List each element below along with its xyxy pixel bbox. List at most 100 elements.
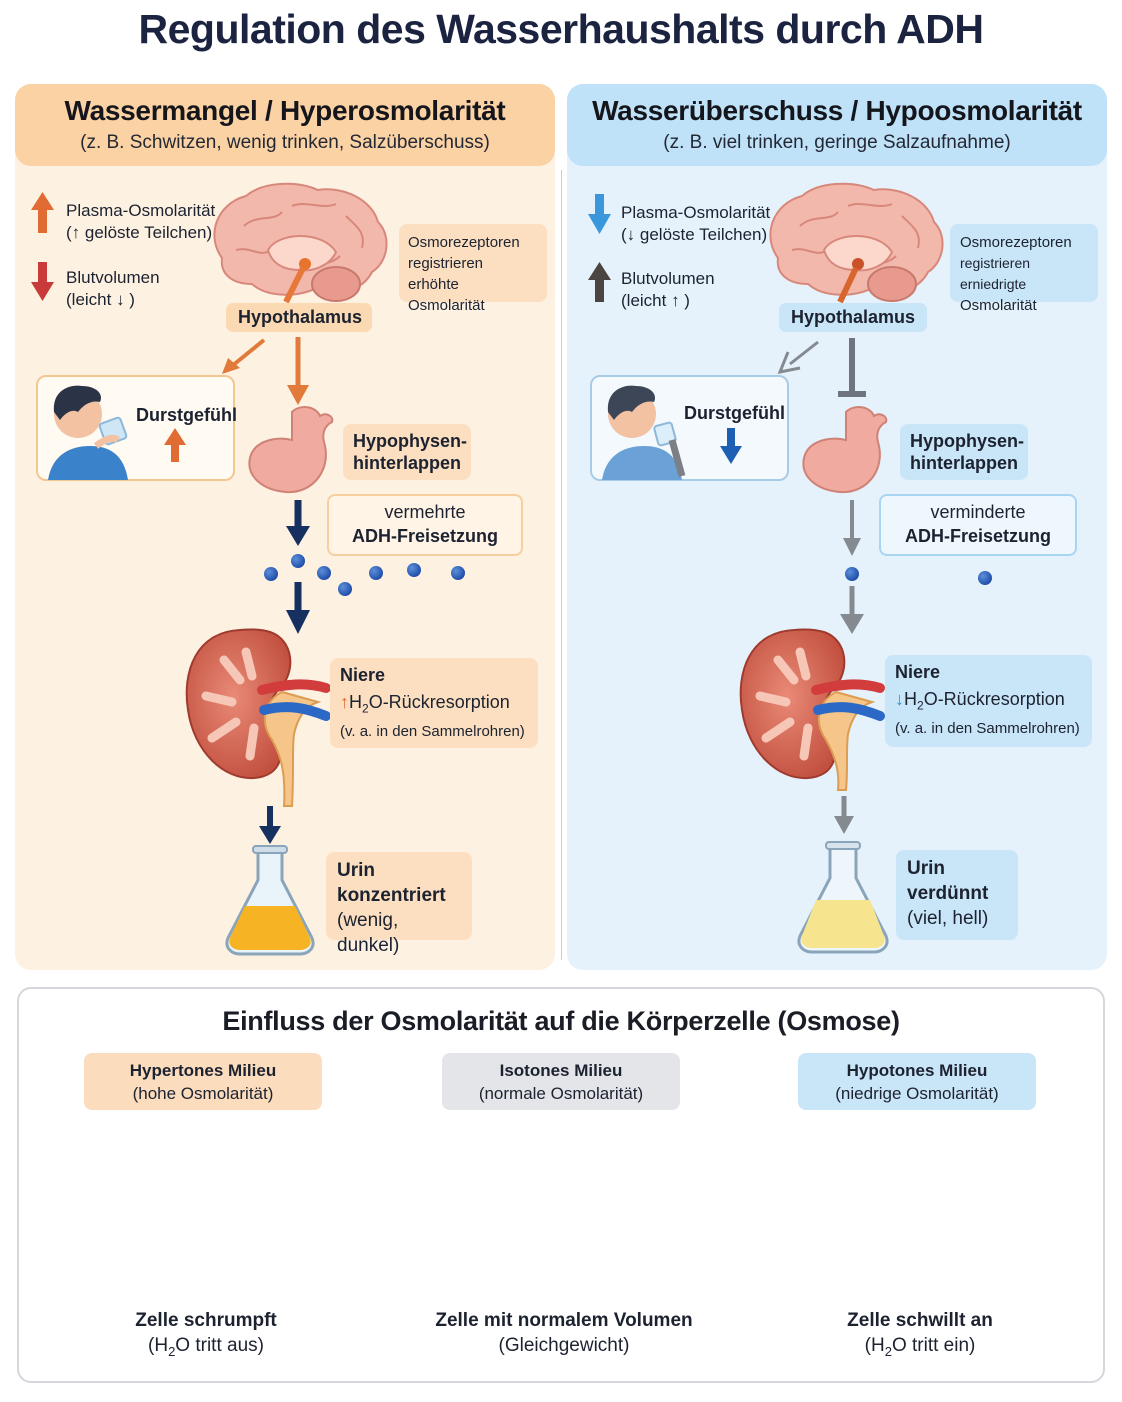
kidney-title: Niere (340, 665, 386, 685)
brain-icon (213, 182, 388, 304)
flask-icon (225, 845, 315, 956)
urine-box-left: Urin konzentriert (wenig, dunkel) (326, 852, 472, 956)
kidney-sub: 2 (362, 701, 369, 716)
arrow-up-icon (31, 192, 54, 233)
kidney-note: (v. a. in den Sammelrohren) (340, 722, 525, 740)
person-drinking-icon (602, 385, 686, 480)
arrow-down-icon (720, 428, 742, 464)
caption-sub: 2 (168, 1343, 176, 1359)
kidney-note: (v. a. in den Sammelrohren) (895, 719, 1080, 737)
blood-volume-left: Blutvolumen (leicht ↓ ) (66, 267, 160, 311)
kidney-line: ↑H2O-Rückresorption (340, 691, 528, 721)
milieu-label: Hypotones Milieu (846, 1061, 988, 1080)
kidney-box-right: Niere ↓H2O-Rückresorption (v. a. in den … (885, 655, 1092, 747)
osmo-text: registrieren erniedrigte (960, 255, 1031, 292)
caption-title: Zelle schwillt an (847, 1310, 993, 1331)
pituitary-icon (248, 406, 334, 494)
caption-isotonic: Zelle mit normalem Volumen (Gleichgewich… (414, 1308, 714, 1358)
plasma-osmolarity-right: Plasma-Osmolarität (↓ gelöste Teilchen) (621, 202, 770, 246)
milieu-label: Isotones Milieu (499, 1061, 623, 1080)
blood-label-right: Blutvolumen (621, 269, 715, 288)
panel-subtitle-left: (z. B. Schwitzen, wenig trinken, Salzübe… (80, 132, 490, 153)
caption-hypertonic: Zelle schrumpft (H2O tritt aus) (56, 1308, 356, 1364)
caption-title: Zelle schrumpft (135, 1310, 277, 1331)
urine-text: verdünnt (907, 883, 989, 904)
thirst-label-right: Durstgefühl (684, 403, 785, 423)
caption-sub: 2 (884, 1343, 892, 1359)
osmo-text: Osmorezeptoren (408, 234, 520, 251)
blood-label-left: Blutvolumen (66, 268, 160, 287)
milieu-hypotonic: Hypotones Milieu (niedrige Osmolarität) (798, 1053, 1036, 1110)
adh-molecules-left (264, 554, 465, 596)
page-title: Regulation des Wasserhaushalts durch ADH (138, 6, 984, 52)
pituitary-text: Hypophysen- (353, 431, 468, 451)
urine-text: konzentriert (337, 885, 446, 906)
kidney-icon (739, 628, 885, 791)
kidney-title: Niere (895, 662, 941, 682)
adh-text: verminderte (930, 502, 1026, 522)
osmo-text: Osmolarität (408, 297, 485, 314)
osmoreceptor-box-right: Osmorezeptoren registrieren erniedrigte … (950, 224, 1098, 314)
pituitary-icon (802, 406, 888, 494)
kidney-icon (185, 628, 331, 807)
caption-note: (Gleichgewicht) (498, 1335, 630, 1356)
milieu-isotonic: Isotones Milieu (normale Osmolarität) (442, 1053, 680, 1110)
kidney-line: ↓H2O-Rückresorption (895, 688, 1082, 718)
person-drinking-icon (48, 385, 128, 480)
arrow-down-icon (31, 262, 54, 301)
blood-note-right: (leicht ↑ ) (621, 291, 690, 310)
blood-volume-right: Blutvolumen (leicht ↑ ) (621, 268, 715, 312)
pituitary-box-left: Hypophysen- hinterlappen (343, 424, 471, 480)
adh-release-box-right: verminderte ADH-Freisetzung (879, 494, 1077, 556)
blood-note-left: (leicht ↓ ) (66, 290, 135, 309)
kidney-rest: O-Rückresorption (923, 689, 1065, 709)
kidney-h: H (904, 689, 917, 709)
brain-icon (769, 182, 944, 304)
urine-text: (wenig, dunkel) (337, 910, 400, 956)
osmo-text: Osmolarität (960, 297, 1037, 314)
arrow-up-icon: ↑ (340, 692, 349, 712)
hypothalamus-label-right: Hypothalamus (779, 303, 927, 332)
caption-note: (H2O tritt ein) (770, 1333, 1070, 1364)
milieu-hypertonic: Hypertones Milieu (hohe Osmolarität) (84, 1053, 322, 1110)
panel-divider (561, 170, 562, 960)
caption-title: Zelle mit normalem Volumen (435, 1310, 693, 1331)
plasma-label-right: Plasma-Osmolarität (621, 203, 771, 222)
osmo-text: registrieren erhöhte (408, 255, 484, 293)
osmoreceptor-box-left: Osmorezeptoren registrieren erhöhte Osmo… (399, 224, 547, 314)
caption-pre: (H (864, 1335, 885, 1356)
arrow-up-icon (164, 428, 186, 462)
milieu-label: Hypertones Milieu (129, 1061, 277, 1080)
adh-molecules-right (845, 567, 992, 585)
kidney-box-left: Niere ↑H2O-Rückresorption (v. a. in den … (330, 658, 538, 748)
adh-text: ADH-Freisetzung (904, 526, 1051, 546)
arrow-up-icon (588, 262, 611, 302)
pituitary-text: Hypophysen- (910, 431, 1025, 451)
panel-title-left: Wassermangel / Hyperosmolarität (64, 95, 506, 126)
arrow-down-icon (588, 194, 611, 234)
kidney-sub: 2 (917, 698, 924, 713)
osmosis-title: Einfluss der Osmolarität auf die Körperz… (222, 1006, 900, 1036)
plasma-osmolarity-left: Plasma-Osmolarität (↑ gelöste Teilchen) (66, 200, 215, 244)
urine-text: Urin (907, 858, 945, 879)
caption-pre: (H (148, 1335, 169, 1356)
milieu-note: (hohe Osmolarität) (132, 1084, 274, 1103)
pituitary-box-right: Hypophysen- hinterlappen (900, 424, 1028, 480)
hypothalamus-label-left: Hypothalamus (226, 303, 372, 332)
pituitary-text: hinterlappen (910, 453, 1019, 473)
panel-subtitle-right: (z. B. viel trinken, geringe Salzaufnahm… (663, 132, 1011, 153)
adh-release-box-left: vermehrte ADH-Freisetzung (327, 494, 523, 556)
panel-header-left: Wassermangel / Hyperosmolarität (z. B. S… (15, 84, 555, 166)
osmo-text: Osmorezeptoren (960, 234, 1072, 251)
panel-title-right: Wasserüberschuss / Hypoosmolarität (592, 95, 1082, 126)
urine-text: Urin (337, 860, 375, 881)
plasma-note-right: (↓ gelöste Teilchen) (621, 225, 768, 244)
kidney-h: H (349, 692, 362, 712)
adh-text: vermehrte (384, 502, 466, 522)
thirst-label-left: Durstgefühl (136, 405, 237, 425)
adh-text: ADH-Freisetzung (351, 526, 498, 546)
caption-post: O tritt aus) (175, 1335, 264, 1356)
caption-hypotonic: Zelle schwillt an (H2O tritt ein) (770, 1308, 1070, 1364)
panel-header-right: Wasserüberschuss / Hypoosmolarität (z. B… (567, 84, 1107, 166)
pituitary-text: hinterlappen (353, 453, 462, 473)
